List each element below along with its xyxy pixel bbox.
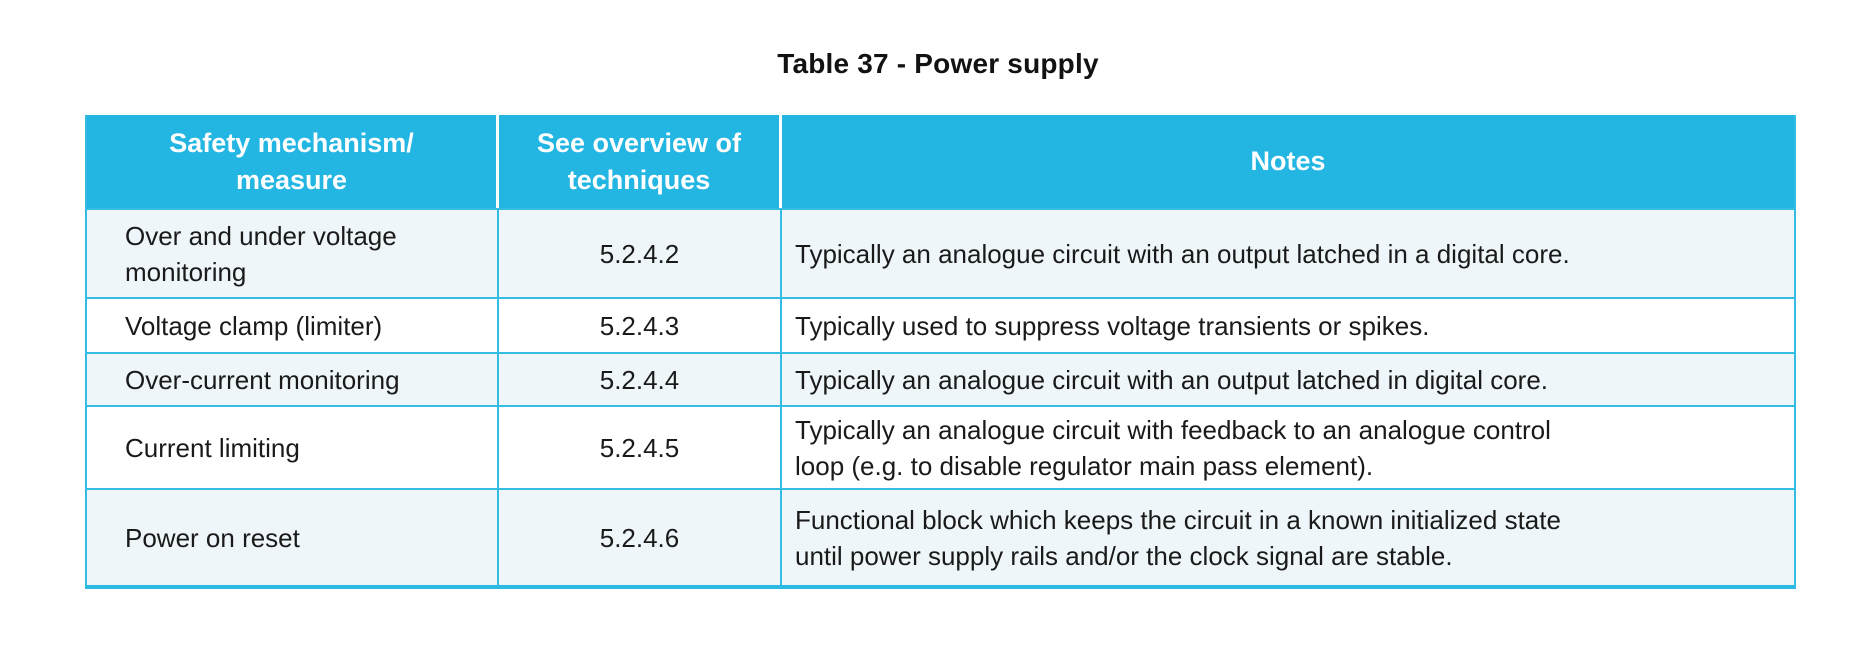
notes-cell: Typically used to suppress voltage trans… [782, 297, 1794, 352]
notes-cell: Typically an analogue circuit with an ou… [782, 208, 1794, 297]
power-supply-table-container: Safety mechanism/ measure See overview o… [85, 115, 1796, 589]
table-row: Over-current monitoring 5.2.4.4 Typicall… [87, 352, 1794, 405]
power-supply-table: Safety mechanism/ measure See overview o… [85, 115, 1796, 589]
column-header-safety-mechanism: Safety mechanism/ measure [87, 115, 499, 208]
table-row: Over and under voltage monitoring 5.2.4.… [87, 208, 1794, 297]
mechanism-cell: Over-current monitoring [87, 352, 499, 405]
mechanism-cell: Power on reset [87, 488, 499, 585]
mechanism-cell: Voltage clamp (limiter) [87, 297, 499, 352]
table-body: Over and under voltage monitoring 5.2.4.… [87, 208, 1794, 585]
table-header: Safety mechanism/ measure See overview o… [87, 115, 1794, 208]
table-row: Power on reset 5.2.4.6 Functional block … [87, 488, 1794, 585]
mechanism-cell: Over and under voltage monitoring [87, 208, 499, 297]
techniques-ref-cell: 5.2.4.5 [499, 405, 782, 488]
techniques-ref-cell: 5.2.4.6 [499, 488, 782, 585]
notes-cell: Typically an analogue circuit with feedb… [782, 405, 1794, 488]
techniques-ref-cell: 5.2.4.4 [499, 352, 782, 405]
column-header-see-overview: See overview of techniques [499, 115, 782, 208]
table-row: Current limiting 5.2.4.5 Typically an an… [87, 405, 1794, 488]
column-header-notes: Notes [782, 115, 1794, 208]
techniques-ref-cell: 5.2.4.2 [499, 208, 782, 297]
header-row: Safety mechanism/ measure See overview o… [87, 115, 1794, 208]
table-caption: Table 37 - Power supply [777, 48, 1099, 79]
notes-cell: Typically an analogue circuit with an ou… [782, 352, 1794, 405]
table-row: Voltage clamp (limiter) 5.2.4.3 Typicall… [87, 297, 1794, 352]
techniques-ref-cell: 5.2.4.3 [499, 297, 782, 352]
mechanism-cell: Current limiting [87, 405, 499, 488]
notes-cell: Functional block which keeps the circuit… [782, 488, 1794, 585]
